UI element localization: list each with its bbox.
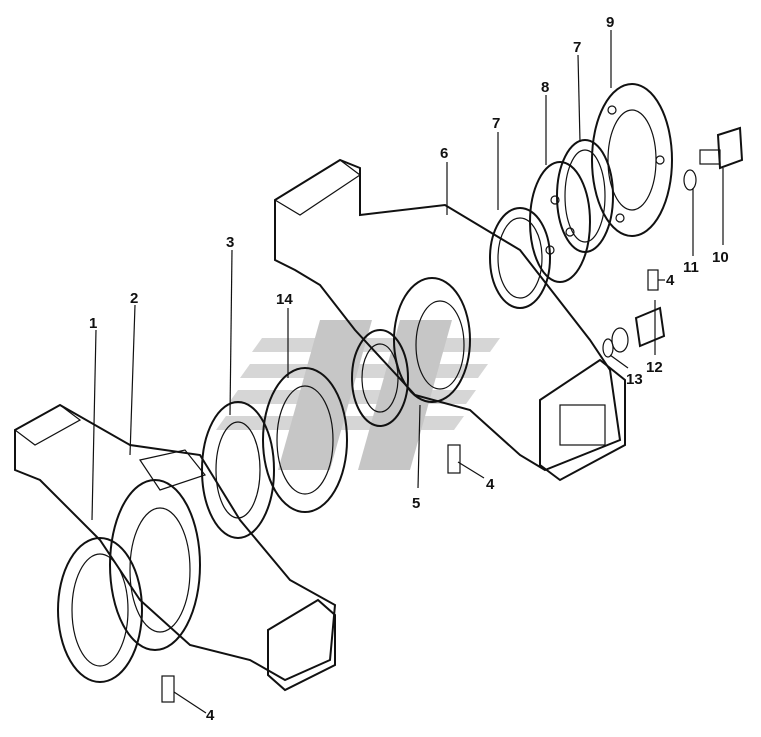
callout-part-8: 8 bbox=[541, 79, 549, 96]
callout-part-3: 3 bbox=[226, 234, 234, 251]
gasket-part-7-right bbox=[556, 139, 614, 253]
callout-part-4-lower: 4 bbox=[206, 707, 215, 724]
lower-housing-part-2 bbox=[13, 403, 337, 692]
upper-housing-part-6 bbox=[273, 158, 626, 482]
callout-part-12: 12 bbox=[646, 359, 663, 376]
callout-part-7-right: 7 bbox=[573, 39, 581, 56]
watermark-logo bbox=[216, 320, 500, 470]
callout-part-9: 9 bbox=[606, 14, 614, 31]
callout-part-7-left: 7 bbox=[492, 115, 500, 132]
callout-part-10: 10 bbox=[712, 249, 729, 266]
callout-part-13: 13 bbox=[626, 371, 643, 388]
callout-part-1: 1 bbox=[89, 315, 97, 332]
gasket-part-7-left bbox=[489, 207, 551, 309]
leader-lines bbox=[91, 30, 724, 714]
callout-part-14: 14 bbox=[276, 291, 293, 308]
washer-part-13 bbox=[602, 338, 614, 358]
callout-part-4-upper: 4 bbox=[666, 272, 675, 289]
grease-fitting-part-4-upper bbox=[647, 269, 659, 291]
callout-part-4-middle: 4 bbox=[486, 476, 495, 493]
grease-fitting-part-4-lower bbox=[161, 675, 175, 703]
seal-ring-part-14 bbox=[262, 367, 348, 513]
cover-plate-part-9 bbox=[591, 83, 673, 237]
bolt-part-12 bbox=[611, 306, 666, 353]
callout-part-6: 6 bbox=[440, 145, 448, 162]
callout-part-2: 2 bbox=[130, 290, 138, 307]
grease-fitting-part-4-middle bbox=[447, 444, 461, 474]
washer-part-11 bbox=[683, 169, 697, 191]
callout-part-11: 11 bbox=[683, 259, 699, 276]
callout-part-5: 5 bbox=[412, 495, 420, 512]
bolt-part-10 bbox=[699, 126, 744, 170]
front-seal-ring-part-1 bbox=[57, 537, 143, 683]
bushing-part-5 bbox=[351, 329, 409, 427]
